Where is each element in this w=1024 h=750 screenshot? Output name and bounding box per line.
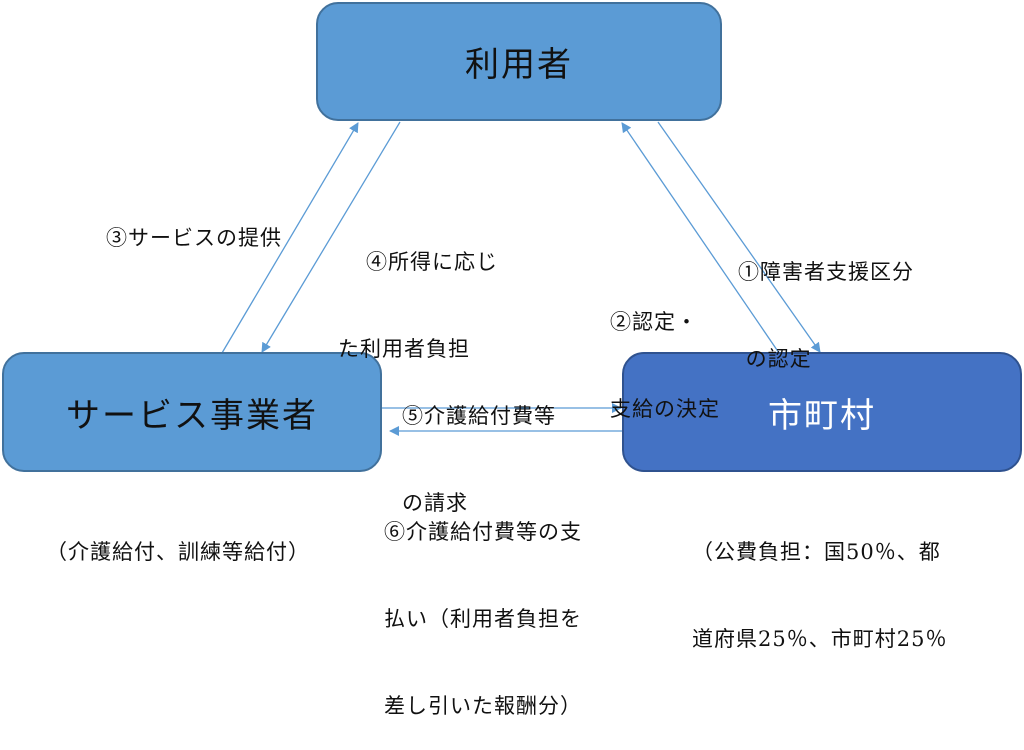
node-user-label: 利用者 [465, 45, 573, 85]
flow-5-line2: の請求 [402, 491, 468, 515]
municipality-note-line1: （公費負担：国50％、都 [692, 540, 941, 564]
arrow-service-provision [221, 122, 359, 354]
node-user: 利用者 [316, 2, 722, 121]
flow-4-line1: ④所得に応じ [366, 250, 498, 274]
flow-3-label: ③サービスの提供 [106, 166, 282, 282]
municipality-note-line2: 道府県25％、市町村25％ [692, 627, 948, 651]
flow-1-line2: の認定 [738, 347, 812, 371]
flow-2-line1: ②認定・ [610, 310, 698, 334]
flow-6-line1: ⑥介護給付費等の支 [384, 520, 582, 544]
node-municipality-label: 市町村 [768, 395, 876, 436]
flow-5-line1: ⑤介護給付費等 [402, 404, 556, 428]
flow-1-label: ①障害者支援区分 の認定 [738, 200, 914, 403]
arrow-classification-certification [657, 121, 821, 353]
node-service-provider-label: サービス事業者 [66, 395, 318, 436]
node-municipality: 市町村 [622, 352, 1022, 472]
flow-4-label: ④所得に応じ た利用者負担 [338, 190, 498, 393]
flow-2-line2: 支給の決定 [610, 397, 720, 421]
flow-6-line2: 払い（利用者負担を [384, 607, 582, 631]
arrow-user-payment [261, 121, 401, 353]
flow-3-line1: ③サービスの提供 [106, 226, 282, 250]
flow-6-line3: 差し引いた報酬分） [384, 694, 582, 718]
provider-note-text: （介護給付、訓練等給付） [46, 540, 310, 564]
flow-6-label: ⑥介護給付費等の支 払い（利用者負担を 差し引いた報酬分） [384, 460, 582, 750]
municipality-note: （公費負担：国50％、都 道府県25％、市町村25％ [692, 480, 947, 683]
arrow-certification-decision [621, 122, 793, 373]
flow-2-label: ②認定・ 支給の決定 [610, 250, 720, 453]
flow-5-label: ⑤介護給付費等 の請求 [402, 344, 556, 547]
flow-4-line2: た利用者負担 [338, 337, 470, 361]
node-service-provider: サービス事業者 [2, 352, 382, 472]
flow-1-line1: ①障害者支援区分 [738, 260, 914, 284]
provider-note: （介護給付、訓練等給付） [46, 480, 310, 596]
connector-layer [221, 121, 821, 436]
